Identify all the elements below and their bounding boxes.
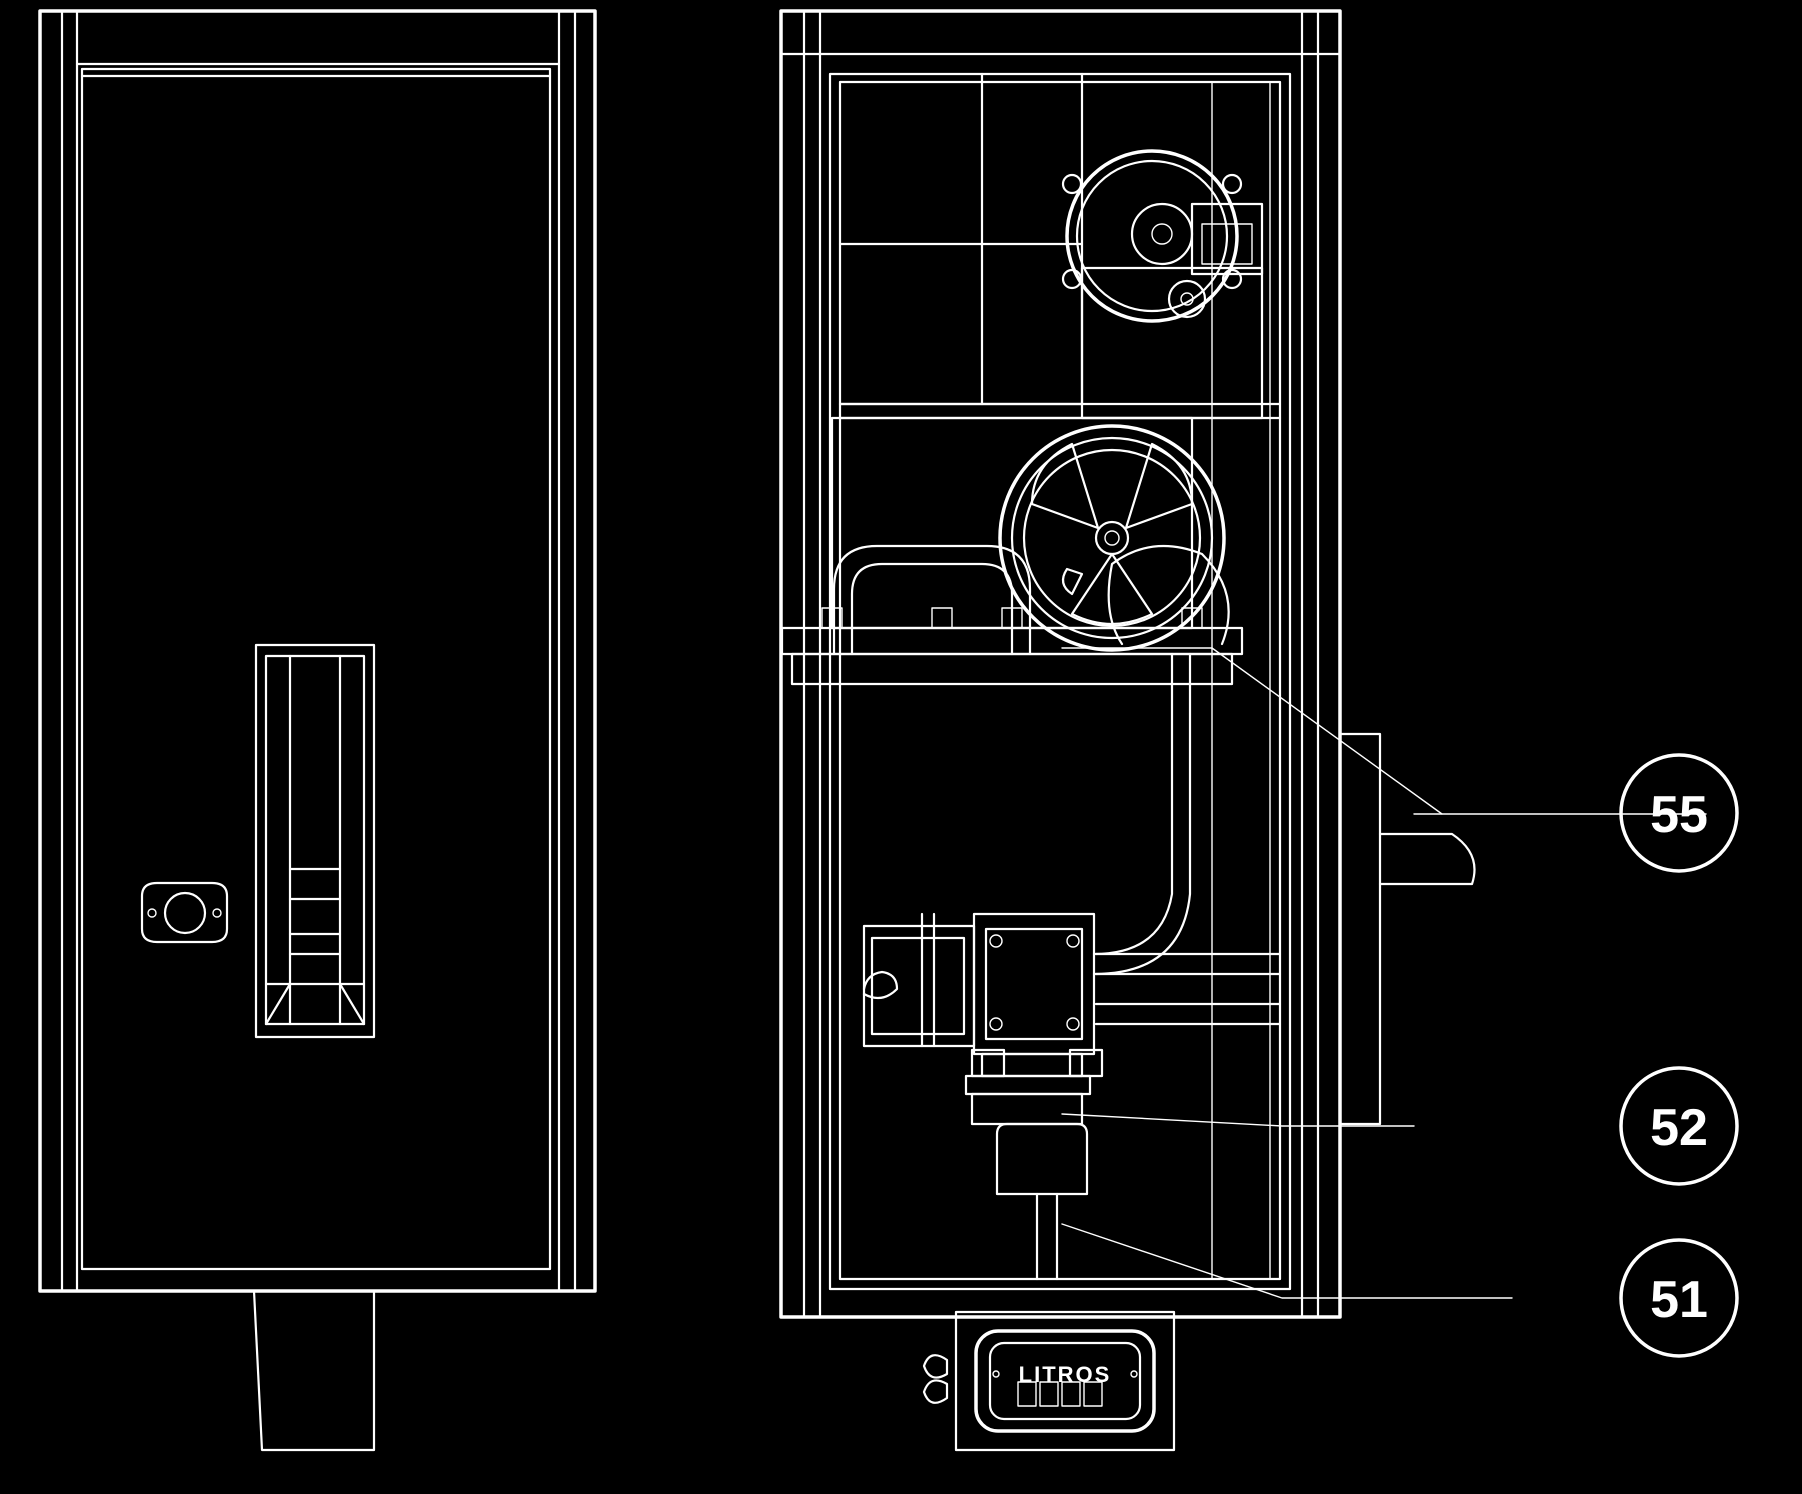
pump-head [1061, 149, 1264, 323]
pump-housing-view [779, 9, 1342, 1319]
counter-digits [1017, 1381, 1103, 1407]
callout-52-label: 52 [1650, 1099, 1708, 1157]
motor-fan [830, 416, 1226, 652]
callout-51: 51 [1061, 1223, 1739, 1358]
rear-housing-view [38, 9, 597, 1452]
frame-bars [1094, 952, 1282, 1026]
callout-52: 52 [1061, 1066, 1739, 1186]
litros-label: LITROS [1019, 1362, 1112, 1387]
reset-knob-icon [922, 1354, 949, 1404]
support-frame [838, 72, 1282, 420]
pipe [832, 544, 1230, 976]
nozzle-slot [254, 643, 376, 1039]
lock-icon [140, 881, 229, 944]
side-bracket [1338, 732, 1476, 1126]
meter-unit [964, 1052, 1092, 1196]
drive-shaft [1035, 1192, 1059, 1281]
filter-block [862, 912, 1104, 1078]
callout-51-label: 51 [1650, 1271, 1708, 1329]
callout-55-label: 55 [1650, 786, 1708, 844]
meter-display: LITROS [922, 1310, 1176, 1452]
callout-55: 55 [1061, 647, 1739, 873]
